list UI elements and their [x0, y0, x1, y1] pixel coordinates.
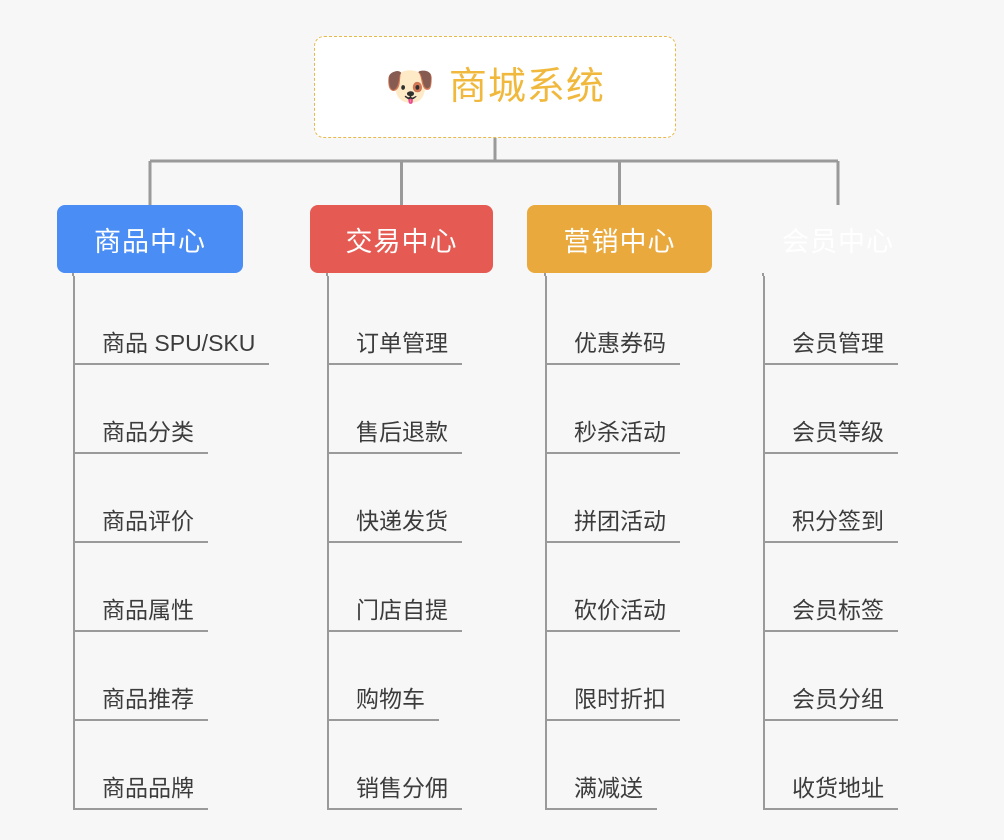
leaf-item-underline — [545, 808, 657, 810]
leaf-item-label: 积分签到 — [792, 508, 884, 534]
leaf-item-label: 售后退款 — [356, 419, 448, 445]
leaf-item-underline — [73, 541, 208, 543]
leaf-item-underline — [545, 363, 680, 365]
leaf-item-underline — [327, 719, 439, 721]
leaf-item-underline — [763, 808, 898, 810]
branch-trunk-line — [73, 276, 75, 810]
leaf-item-underline — [545, 719, 680, 721]
leaf-item-label: 快递发货 — [356, 508, 448, 534]
leaf-item-underline — [763, 541, 898, 543]
branch-trunk-line — [327, 276, 329, 810]
leaf-item-underline — [327, 452, 462, 454]
leaf-item-label: 优惠券码 — [574, 330, 666, 356]
leaf-item-label: 砍价活动 — [574, 597, 666, 623]
branch-header-label: 会员中心 — [782, 226, 894, 257]
leaf-item-label: 商品评价 — [102, 508, 194, 534]
leaf-item-label: 会员管理 — [792, 330, 884, 356]
leaf-item-underline — [327, 363, 462, 365]
leaf-item-underline — [763, 630, 898, 632]
leaf-item-underline — [73, 630, 208, 632]
branch-header-member-center[interactable]: 会员中心 — [745, 205, 931, 273]
leaf-item-label: 购物车 — [356, 686, 425, 712]
branch-header-trade-center[interactable]: 交易中心 — [310, 205, 493, 273]
branch-header-label: 商品中心 — [94, 226, 206, 257]
branch-header-label: 交易中心 — [345, 226, 458, 257]
branch-header-marketing-center[interactable]: 营销中心 — [527, 205, 712, 273]
branch-trunk-line — [763, 276, 765, 810]
leaf-item-underline — [763, 363, 898, 365]
leaf-item-label: 商品 SPU/SKU — [102, 330, 256, 356]
leaf-item-underline — [327, 541, 462, 543]
leaf-item-label: 商品分类 — [102, 419, 194, 445]
leaf-item-underline — [73, 719, 208, 721]
leaf-item-underline — [73, 452, 208, 454]
leaf-item-label: 会员等级 — [792, 419, 884, 445]
root-title: 商城系统 — [448, 66, 605, 108]
leaf-item-underline — [763, 452, 898, 454]
leaf-item-underline — [545, 630, 680, 632]
leaf-item-label: 商品属性 — [102, 597, 194, 623]
branch-header-label: 营销中心 — [563, 226, 676, 257]
leaf-item-label: 商品品牌 — [102, 775, 194, 801]
leaf-item-underline — [73, 363, 269, 365]
leaf-item-label: 满减送 — [574, 775, 643, 801]
leaf-item-underline — [327, 630, 462, 632]
leaf-item-underline — [327, 808, 462, 810]
leaf-item-label: 会员标签 — [792, 597, 884, 623]
leaf-item-label: 销售分佣 — [356, 775, 448, 801]
leaf-item-underline — [545, 452, 680, 454]
root-node[interactable]: 🐶 商城系统 — [314, 36, 676, 138]
leaf-item-underline — [73, 808, 208, 810]
leaf-item-label: 收货地址 — [792, 775, 884, 801]
leaf-item-label: 商品推荐 — [102, 686, 194, 712]
leaf-item-label: 订单管理 — [356, 330, 448, 356]
branch-header-product-center[interactable]: 商品中心 — [57, 205, 243, 273]
leaf-item-label: 门店自提 — [356, 597, 448, 623]
leaf-item-label: 秒杀活动 — [574, 419, 666, 445]
leaf-item-underline — [545, 541, 680, 543]
leaf-item-underline — [763, 719, 898, 721]
leaf-item-label: 限时折扣 — [574, 686, 666, 712]
shiba-inu-dog-face-icon: 🐶 — [385, 65, 435, 109]
leaf-item-label: 会员分组 — [792, 686, 884, 712]
leaf-item-label: 拼团活动 — [574, 508, 666, 534]
branch-trunk-line — [545, 276, 547, 810]
